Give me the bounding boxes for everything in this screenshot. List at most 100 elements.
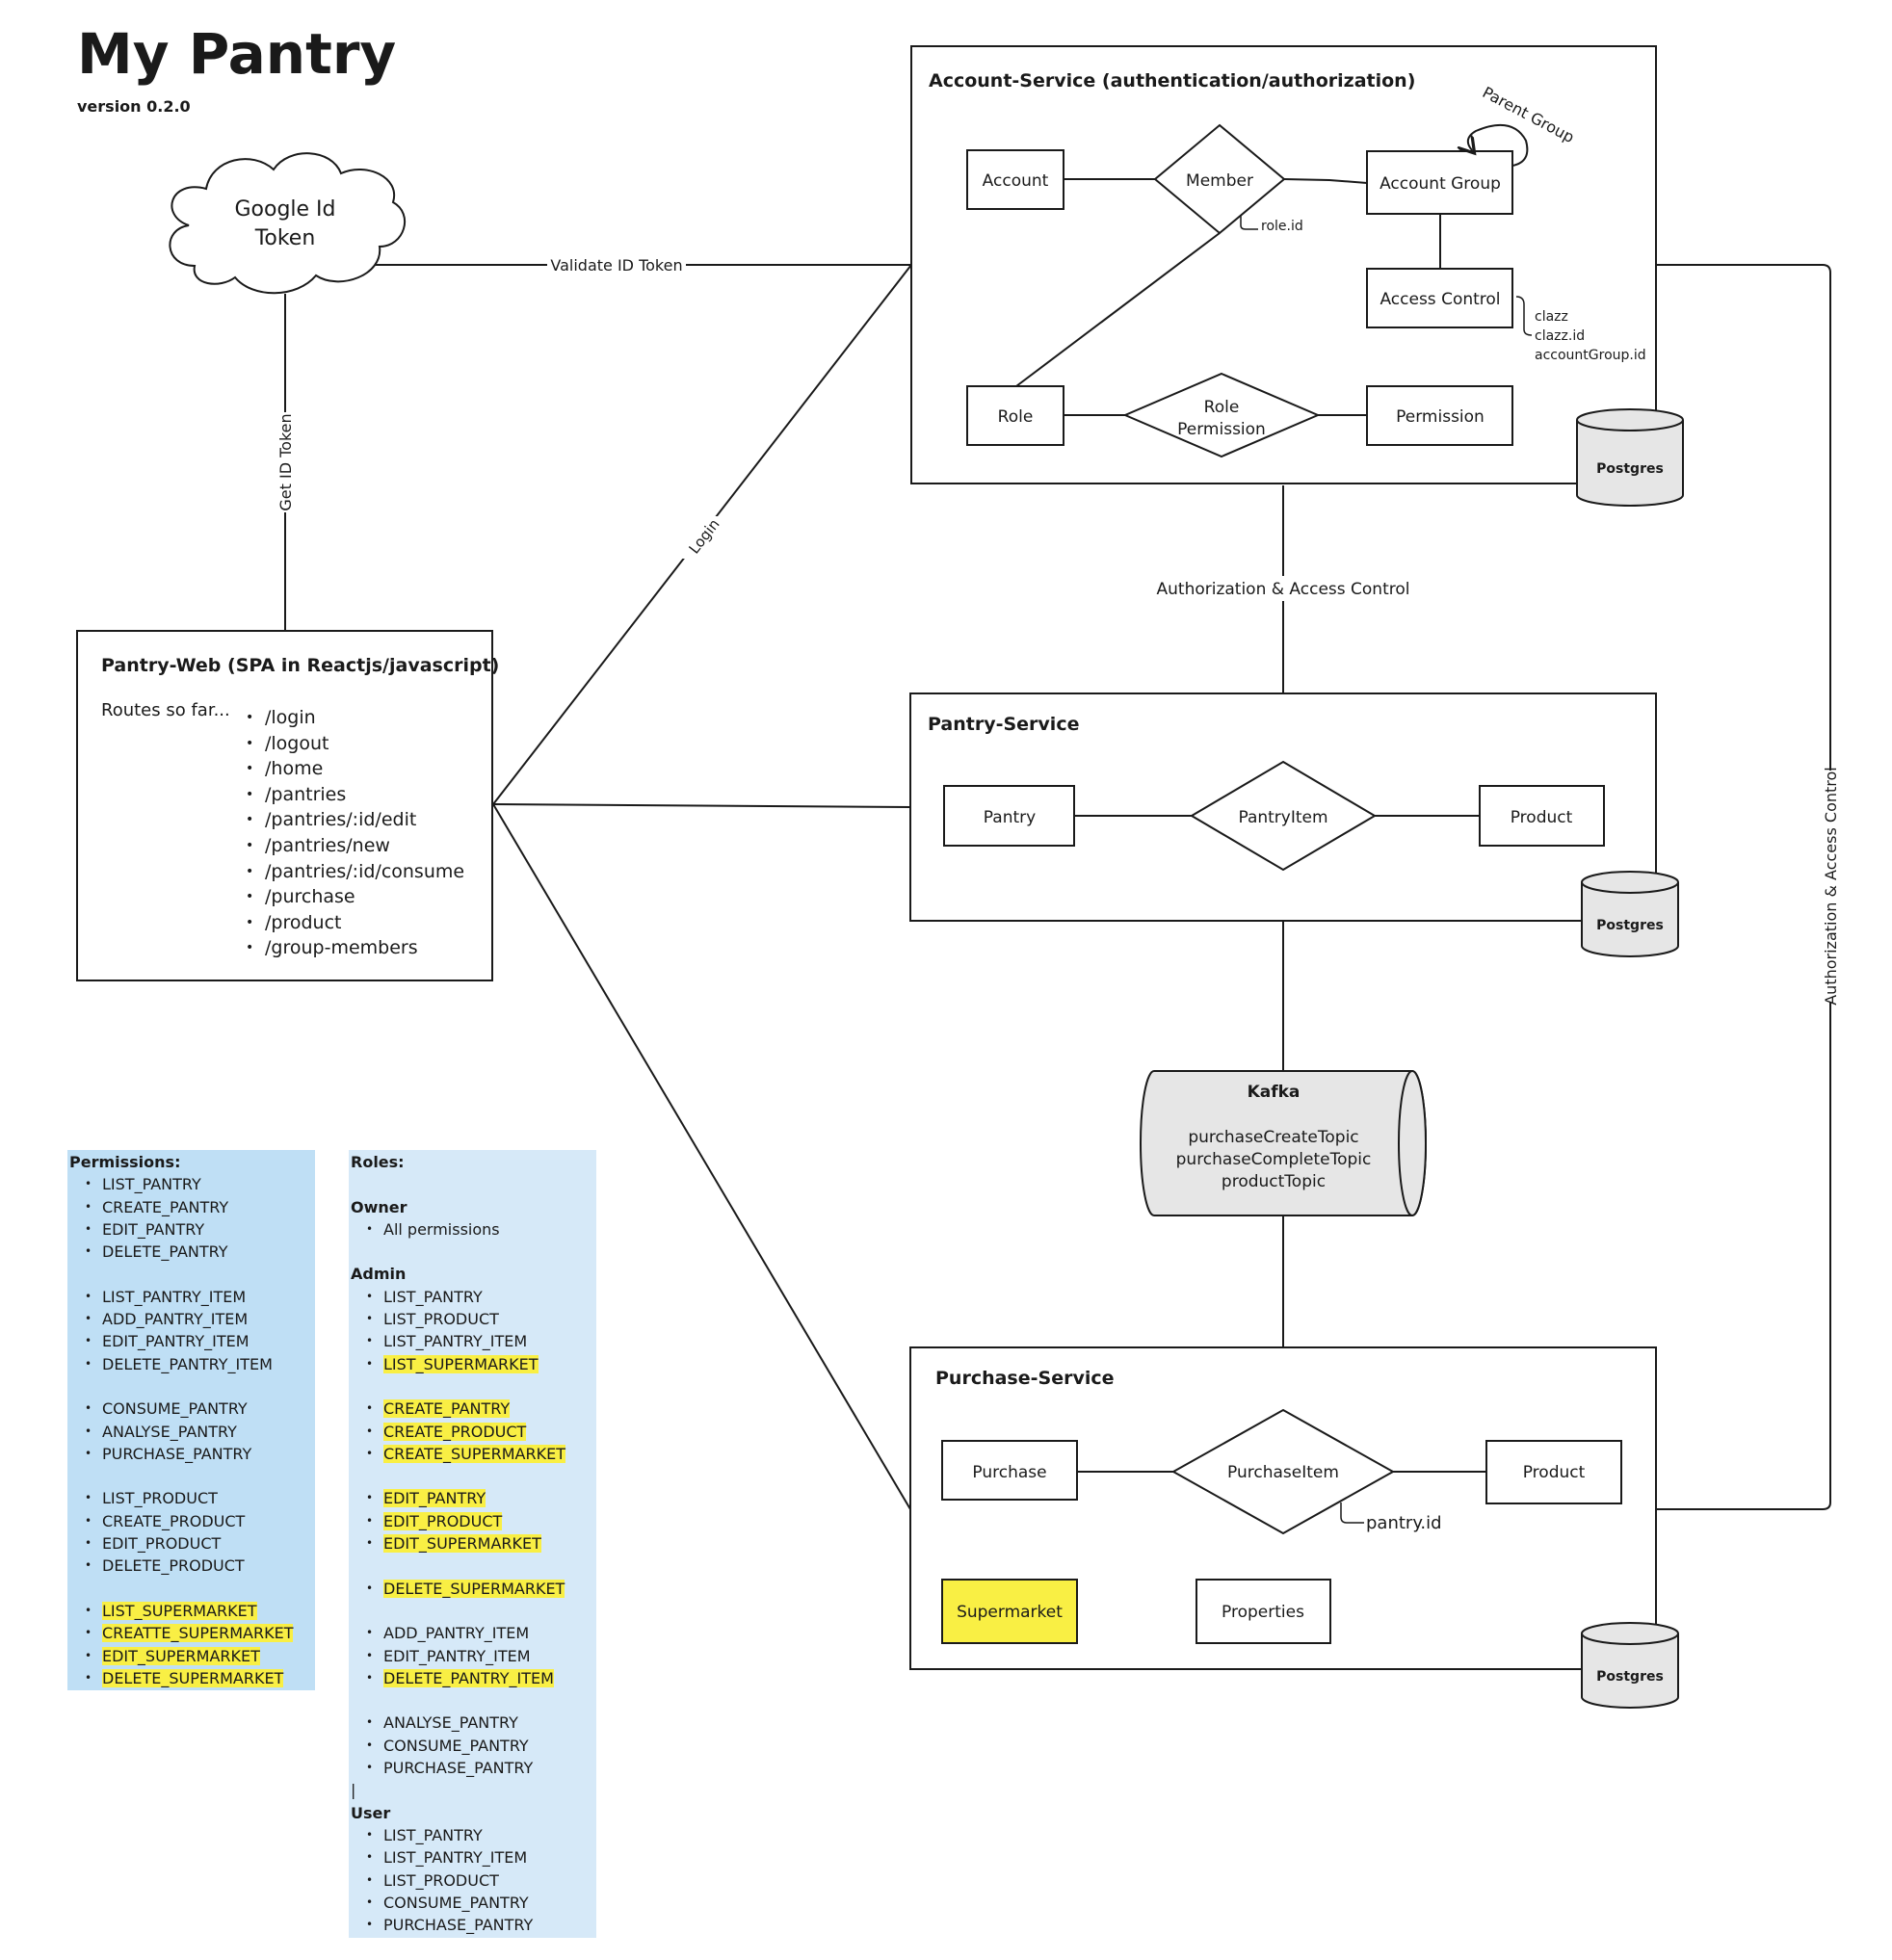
kafka-topic-1: purchaseCreateTopic [1188,1128,1358,1147]
route-item: /pantries/:id/consume [246,859,464,885]
purchase-entity [941,1440,1078,1501]
admin-permission-item: LIST_SUPERMARKET [351,1353,596,1375]
route-item: /login [246,705,464,731]
permission-item: PURCHASE_PANTRY [69,1443,315,1466]
permission-item: EDIT_PANTRY_ITEM [69,1330,315,1353]
permission-item: CONSUME_PANTRY [69,1398,315,1421]
role-owner-name: Owner [351,1197,407,1216]
purchase-product-label: Product [1523,1463,1586,1482]
pantry-id-label: pantry.id [1366,1513,1442,1533]
properties-label: Properties [1222,1603,1304,1622]
admin-permission-item: ADD_PANTRY_ITEM [351,1622,596,1645]
access-note-1: clazz [1535,309,1568,325]
admin-permission-item: ANALYSE_PANTRY [351,1712,596,1735]
admin-permission-item: DELETE_PANTRY_ITEM [351,1667,596,1689]
permission-item-group: LIST_PRODUCTCREATE_PRODUCTEDIT_PRODUCTDE… [69,1487,315,1577]
admin-permission-item-group: CREATE_PANTRYCREATE_PRODUCTCREATE_SUPERM… [351,1398,596,1465]
role-permission-label-1: Role [1204,398,1240,417]
admin-permission-item: CREATE_SUPERMARKET [351,1443,596,1465]
permission-item: LIST_PANTRY_ITEM [69,1286,315,1309]
permission-item: EDIT_PANTRY [69,1218,315,1241]
user-permission-item: LIST_PANTRY [351,1824,596,1847]
admin-permission-item-group: ADD_PANTRY_ITEMEDIT_PANTRY_ITEMDELETE_PA… [351,1622,596,1689]
pantry-item-label: PantryItem [1238,808,1327,827]
permission-item-group: LIST_SUPERMARKETCREATTE_SUPERMARKETEDIT_… [69,1600,315,1689]
routes-list: /login /logout /home /pantries /pantries… [246,705,464,961]
purchase-service-box [909,1346,1657,1670]
permission-item: DELETE_PANTRY_ITEM [69,1353,315,1376]
user-permissions: LIST_PANTRYLIST_PANTRY_ITEMLIST_PRODUCTC… [351,1824,596,1937]
pantry-web-box [76,630,493,981]
connector-web-pantry [492,803,911,808]
permission-item: EDIT_SUPERMARKET [69,1645,315,1667]
access-note-2: clazz.id [1535,328,1585,344]
permission-item: ADD_PANTRY_ITEM [69,1308,315,1331]
access-note-3: accountGroup.id [1535,348,1646,363]
pantry-db-cylinder [1581,882,1679,957]
route-item: /product [246,910,464,936]
supermarket-entity [941,1579,1078,1644]
account-service-box [910,45,1657,484]
permission-item: LIST_SUPERMARKET [69,1600,315,1623]
supermarket-label: Supermarket [957,1603,1063,1622]
admin-permission-item: EDIT_PRODUCT [351,1510,596,1532]
user-permission-item: PURCHASE_PANTRY [351,1914,596,1937]
admin-permission-item: PURCHASE_PANTRY [351,1757,596,1780]
owner-permission-item: All permissions [351,1218,596,1241]
permission-item: EDIT_PRODUCT [69,1532,315,1555]
permission-item: LIST_PANTRY [69,1173,315,1196]
google-cloud-shape [169,152,407,295]
role-user-name: User [351,1803,391,1822]
role-id-label: role.id [1261,219,1303,234]
permission-item: LIST_PRODUCT [69,1487,315,1510]
admin-permission-item-group: ANALYSE_PANTRYCONSUME_PANTRYPURCHASE_PAN… [351,1712,596,1779]
parent-group-label: Parent Group [1480,83,1578,146]
admin-permissions: LIST_PANTRYLIST_PRODUCTLIST_PANTRY_ITEML… [351,1286,596,1780]
permission-item-group: CONSUME_PANTRYANALYSE_PANTRYPURCHASE_PAN… [69,1398,315,1465]
route-item: /pantries/:id/edit [246,807,464,833]
cloud-text-1: Google Id [234,197,335,222]
permissions-panel: Permissions: LIST_PANTRYCREATE_PANTRYEDI… [67,1150,315,1690]
account-service-title: Account-Service (authentication/authoriz… [929,70,1415,91]
route-item: /purchase [246,884,464,910]
validate-token-label: Validate ID Token [550,256,682,274]
user-permission-item: LIST_PANTRY_ITEM [351,1846,596,1869]
owner-permissions: All permissions [351,1218,596,1241]
admin-permission-item: LIST_PANTRY_ITEM [351,1330,596,1353]
permission-item: CREATE_PANTRY [69,1196,315,1219]
pantry-item-relationship [1190,760,1377,872]
route-item: /home [246,756,464,782]
kafka-title: Kafka [1248,1083,1301,1102]
admin-permission-item: EDIT_PANTRY [351,1487,596,1510]
route-item: /logout [246,731,464,757]
user-permission-item: CONSUME_PANTRY [351,1892,596,1915]
auth-access-label: Authorization & Access Control [1157,580,1410,599]
route-item: /pantries/new [246,833,464,859]
admin-permission-item: DELETE_SUPERMARKET [351,1578,596,1600]
pantry-label: Pantry [984,808,1036,827]
permission-item: DELETE_SUPERMARKET [69,1667,315,1689]
permissions-title: Permissions: [69,1153,181,1171]
member-label: Member [1186,171,1253,191]
version-label: version 0.2.0 [77,97,191,116]
permission-label: Permission [1396,407,1485,427]
pantry-db-label: Postgres [1596,918,1664,933]
admin-permission-item-group: EDIT_PANTRYEDIT_PRODUCTEDIT_SUPERMARKET [351,1487,596,1555]
roles-panel: Roles: Owner All permissions Admin LIST_… [349,1150,596,1938]
admin-permission-item: CREATE_PRODUCT [351,1421,596,1443]
side-auth-label: Authorization & Access Control [1822,767,1840,1006]
permission-item-group: LIST_PANTRYCREATE_PANTRYEDIT_PANTRYDELET… [69,1173,315,1263]
route-item: /pantries [246,782,464,808]
permission-item: CREATTE_SUPERMARKET [69,1622,315,1645]
pantry-service-title: Pantry-Service [928,714,1079,735]
account-group-label: Account Group [1380,174,1501,194]
access-control-label: Access Control [1380,290,1500,309]
kafka-topic-2: purchaseCompleteTopic [1176,1150,1372,1169]
role-label: Role [998,407,1034,427]
pantry-service-box [909,693,1657,922]
purchase-db-cylinder [1581,1633,1679,1709]
kafka-topic-3: productTopic [1222,1172,1326,1191]
role-admin-name: Admin [351,1265,407,1284]
permission-item: DELETE_PRODUCT [69,1555,315,1578]
